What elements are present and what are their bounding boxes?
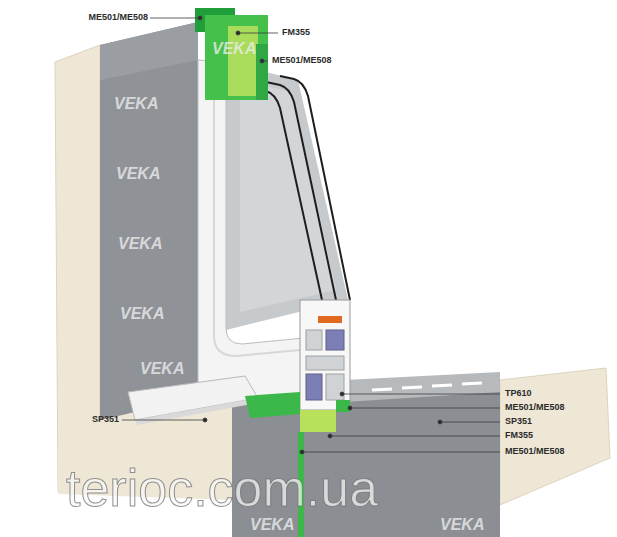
part-code: TP610 [505,388,532,399]
watermark: VEKA [116,165,160,183]
part-code: SP351 [92,414,119,425]
watermark: VEKA [120,305,164,323]
site-watermark: terioc.com.ua [66,460,378,516]
part-code: FM355 [505,430,533,441]
part-code: ME501/ME508 [505,402,565,413]
watermark: VEKA [118,235,162,253]
part-code: ME501/ME508 [88,12,148,23]
part-code: SP351 [505,416,532,427]
watermark: VEKA [140,360,184,378]
part-code: ME501/ME508 [272,55,332,66]
part-code: FM355 [282,27,310,38]
watermark: VEKA [114,95,158,113]
part-code: ME501/ME508 [505,446,565,457]
watermark: VEKA [440,516,484,534]
watermark: VEKA [212,40,256,58]
watermark: VEKA [250,516,294,534]
